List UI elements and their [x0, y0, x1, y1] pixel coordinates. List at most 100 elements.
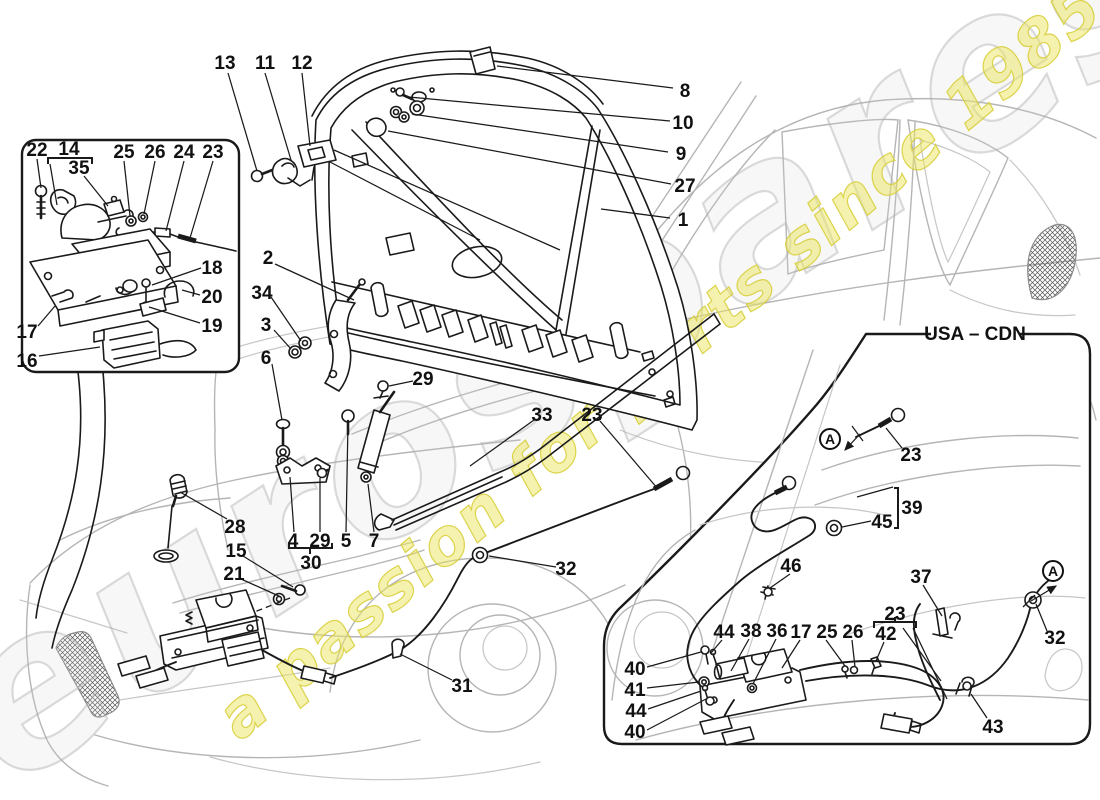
callout-29: 29 [412, 369, 433, 390]
callout-25: 25 [816, 622, 838, 643]
front-lid-drawing [311, 50, 698, 431]
leader-line [399, 653, 453, 681]
callout-40: 40 [624, 659, 645, 680]
lid-buffer-parts [365, 46, 496, 138]
leader-line [240, 578, 282, 598]
leader-line [825, 639, 846, 667]
leader-line [143, 160, 156, 215]
group-bracket [47, 157, 93, 164]
leader-line [781, 639, 801, 669]
callout-23: 23 [581, 405, 602, 426]
usa-cdn-inset-detail [606, 349, 1089, 746]
callout-23: 23 [900, 445, 921, 466]
view-marker-label: A [1048, 563, 1058, 579]
leader-line [646, 651, 702, 668]
callout-26: 26 [144, 142, 165, 163]
callout-10: 10 [672, 113, 693, 134]
leader-line [1035, 603, 1048, 632]
callout-17: 17 [790, 622, 811, 643]
callout-5: 5 [341, 531, 352, 552]
leader-line [148, 306, 201, 324]
callout-16: 16 [16, 351, 37, 372]
callout-24: 24 [173, 142, 195, 163]
view-marker-label: A [825, 431, 835, 447]
inset-pointer-line [35, 371, 82, 619]
callout-39: 39 [901, 498, 922, 519]
view-marker-circle [819, 428, 841, 450]
callout-20: 20 [201, 287, 222, 308]
callout-25: 25 [113, 142, 135, 163]
callout-4: 4 [288, 531, 299, 552]
leader-line [408, 96, 671, 122]
leader-line [367, 483, 375, 533]
leader-line [646, 681, 700, 689]
callout-33: 33 [531, 405, 552, 426]
inset-title: USA – CDN [924, 324, 1026, 345]
leader-line [270, 296, 302, 342]
callout-19: 19 [201, 316, 222, 337]
leader-line [273, 329, 292, 350]
inset-pointer-line [51, 371, 106, 649]
leader-line [264, 72, 292, 161]
callout-26: 26 [842, 622, 863, 643]
callout-38: 38 [740, 621, 761, 642]
hinge-and-strut-parts [275, 278, 721, 531]
leader-line [151, 267, 202, 286]
leader-line [345, 421, 349, 533]
leader-line [179, 491, 228, 520]
callout-18: 18 [201, 258, 222, 279]
callout-2: 2 [263, 248, 274, 269]
leader-line [189, 160, 214, 239]
cable-clip-31 [391, 638, 405, 659]
callout-44: 44 [625, 701, 647, 722]
leader-line [885, 427, 903, 449]
leader-line [647, 690, 702, 710]
leader-line [387, 130, 672, 185]
cable-ring-end [675, 465, 691, 481]
dome-knob-27 [365, 117, 387, 138]
leader-line [488, 555, 557, 568]
callout-22: 22 [26, 140, 47, 161]
callout-35: 35 [68, 158, 90, 179]
callout-40: 40 [624, 722, 645, 743]
callout-23: 23 [884, 604, 905, 625]
callout-17: 17 [16, 322, 37, 343]
wire-bracket-20 [163, 280, 195, 298]
left-inset-latch-detail [29, 184, 237, 369]
callout-32: 32 [1044, 628, 1065, 649]
leader-line [599, 420, 659, 490]
front-grille-hatch [55, 631, 120, 718]
callout-44: 44 [713, 622, 735, 643]
callout-14: 14 [58, 139, 80, 160]
callout-8: 8 [680, 81, 691, 102]
callout-37: 37 [910, 567, 931, 588]
leader-line [83, 175, 109, 207]
leader-line [841, 520, 872, 528]
side-vent-hatch [1027, 223, 1077, 301]
view-direction-arrow [1030, 585, 1058, 602]
callout-15: 15 [225, 541, 247, 562]
callout-6: 6 [261, 348, 272, 369]
callout-36: 36 [766, 621, 787, 642]
leader-line [600, 208, 671, 219]
leader-line [165, 160, 185, 232]
leader-line [36, 158, 42, 189]
callout-11: 11 [255, 53, 276, 74]
view-markers: AA [819, 425, 1064, 608]
leader-line [38, 346, 101, 357]
callout-32: 32 [555, 559, 576, 580]
leader-line [496, 65, 674, 89]
group-bracket [894, 487, 899, 529]
callout-29: 29 [309, 531, 330, 552]
wedge-part-8 [469, 46, 496, 75]
callout-42: 42 [875, 624, 896, 645]
leader-line [301, 72, 311, 147]
leader-line [271, 363, 283, 421]
group-brackets [47, 157, 917, 628]
prop-rod-drawing [373, 513, 395, 531]
leader-line [769, 573, 791, 589]
callout-34: 34 [251, 283, 273, 304]
leader-line [646, 698, 707, 731]
leader-line [289, 476, 295, 533]
